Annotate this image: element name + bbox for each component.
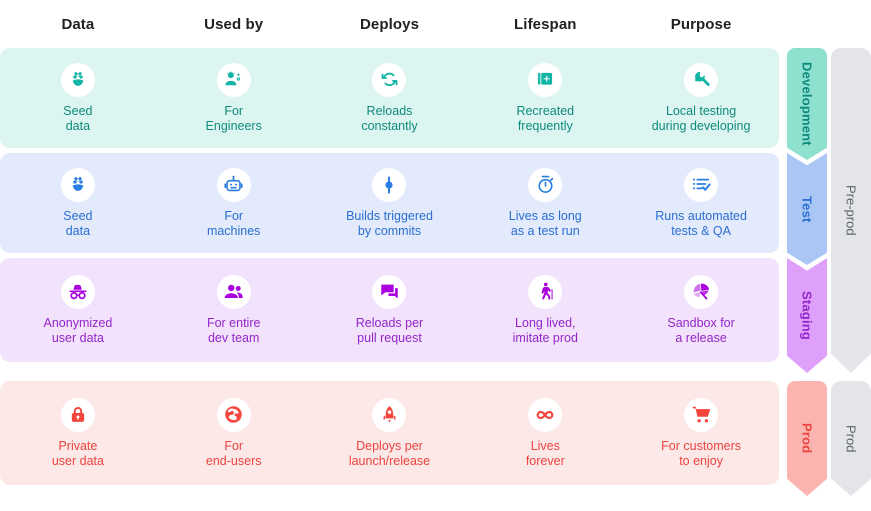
cell-label: Long lived, imitate prod: [512, 315, 578, 345]
flower-seed-icon: [60, 167, 95, 202]
stage-chip-test[interactable]: Test: [787, 153, 827, 265]
column-header-purpose: Purpose: [670, 15, 732, 33]
stage-chip-staging[interactable]: Staging: [787, 258, 827, 373]
group-chip-pre-prod[interactable]: Pre-prod: [831, 48, 871, 373]
cell-label: Reloads per pull request: [355, 315, 424, 345]
cell-staging-deploys[interactable]: Reloads per pull request: [312, 274, 468, 346]
wrench-icon: [684, 62, 719, 97]
incognito-icon: [60, 274, 95, 309]
chat-bubbles-icon: [372, 274, 407, 309]
stage-chip-label: Development: [799, 62, 815, 146]
infinity-icon: [528, 397, 563, 432]
robot-icon: [216, 167, 251, 202]
engineer-person-icon: [216, 62, 251, 97]
cell-label: Seed data: [63, 103, 93, 133]
cell-development-used-by[interactable]: For Engineers: [156, 62, 312, 134]
stage-chip-label: Prod: [799, 423, 815, 454]
group-chip-label: Pre-prod: [843, 185, 859, 236]
cell-label: Seed data: [63, 208, 93, 238]
column-header-lifespan: Lifespan: [514, 15, 577, 33]
shopping-cart-icon: [684, 397, 719, 432]
cell-staging-lifespan[interactable]: Long lived, imitate prod: [467, 274, 623, 346]
column-headers: Data Used by Deploys Lifespan Purpose: [0, 0, 779, 48]
cell-label: For customers to enjoy: [661, 438, 742, 468]
elderly-walking-icon: [528, 274, 563, 309]
cell-label: Deploys per launch/release: [348, 438, 431, 468]
cell-test-data[interactable]: Seed data: [0, 167, 156, 239]
people-group-icon: [216, 274, 251, 309]
cell-staging-used-by[interactable]: For entire dev team: [156, 274, 312, 346]
cell-prod-deploys[interactable]: Deploys per launch/release: [312, 397, 468, 469]
cell-test-used-by[interactable]: For machines: [156, 167, 312, 239]
cell-prod-used-by[interactable]: For end-users: [156, 397, 312, 469]
cell-label: Lives as long as a test run: [508, 208, 582, 238]
beach-umbrella-icon: [684, 274, 719, 309]
cell-test-deploys[interactable]: Builds triggered by commits: [312, 167, 468, 239]
cell-label: Builds triggered by commits: [346, 208, 433, 238]
column-header-deploys: Deploys: [359, 15, 420, 33]
cell-label: Anonymized user data: [43, 315, 113, 345]
duplicate-plus-icon: [528, 62, 563, 97]
cell-development-lifespan[interactable]: Recreated frequently: [467, 62, 623, 134]
stage-chip-prod[interactable]: Prod: [787, 381, 827, 496]
column-header-used-by: Used by: [204, 15, 264, 33]
cell-label: Private user data: [51, 438, 104, 468]
cell-development-purpose[interactable]: Local testing during developing: [623, 62, 779, 134]
cell-label: Sandbox for a release: [667, 315, 735, 345]
globe-public-icon: [216, 397, 251, 432]
cell-development-deploys[interactable]: Reloads constantly: [312, 62, 468, 134]
lock-icon: [60, 397, 95, 432]
cell-staging-purpose[interactable]: Sandbox for a release: [623, 274, 779, 346]
checklist-icon: [684, 167, 719, 202]
flower-seed-icon: [60, 62, 95, 97]
stage-chip-label: Staging: [799, 290, 815, 341]
rocket-launch-icon: [372, 397, 407, 432]
cell-test-purpose[interactable]: Runs automated tests & QA: [623, 167, 779, 239]
cell-label: For entire dev team: [206, 315, 261, 345]
stage-chip-development[interactable]: Development: [787, 48, 827, 160]
group-chip-prod[interactable]: Prod: [831, 381, 871, 496]
cell-test-lifespan[interactable]: Lives as long as a test run: [467, 167, 623, 239]
cell-prod-data[interactable]: Private user data: [0, 397, 156, 469]
commit-node-icon: [372, 167, 407, 202]
cell-label: Lives forever: [525, 438, 565, 468]
cell-label: For Engineers: [205, 103, 262, 133]
cell-development-data[interactable]: Seed data: [0, 62, 156, 134]
cell-staging-data[interactable]: Anonymized user data: [0, 274, 156, 346]
env-row-test[interactable]: Seed data For machines: [0, 153, 779, 253]
cell-label: Reloads constantly: [361, 103, 418, 133]
env-row-staging[interactable]: Anonymized user data For entire dev team: [0, 258, 779, 362]
env-row-prod[interactable]: Private user data For end-users Depl: [0, 381, 779, 485]
column-header-data: Data: [61, 15, 95, 33]
cell-label: Recreated frequently: [516, 103, 575, 133]
cell-label: Runs automated tests & QA: [655, 208, 747, 238]
env-row-development[interactable]: Seed data For Engineers: [0, 48, 779, 148]
stopwatch-icon: [528, 167, 563, 202]
cell-label: Local testing during developing: [651, 103, 751, 133]
cell-prod-purpose[interactable]: For customers to enjoy: [623, 397, 779, 469]
stage-chip-label: Test: [799, 195, 815, 223]
cell-prod-lifespan[interactable]: Lives forever: [467, 397, 623, 469]
refresh-loop-icon: [372, 62, 407, 97]
cell-label: For end-users: [205, 438, 262, 468]
group-chip-label: Prod: [843, 424, 859, 453]
cell-label: For machines: [206, 208, 261, 238]
